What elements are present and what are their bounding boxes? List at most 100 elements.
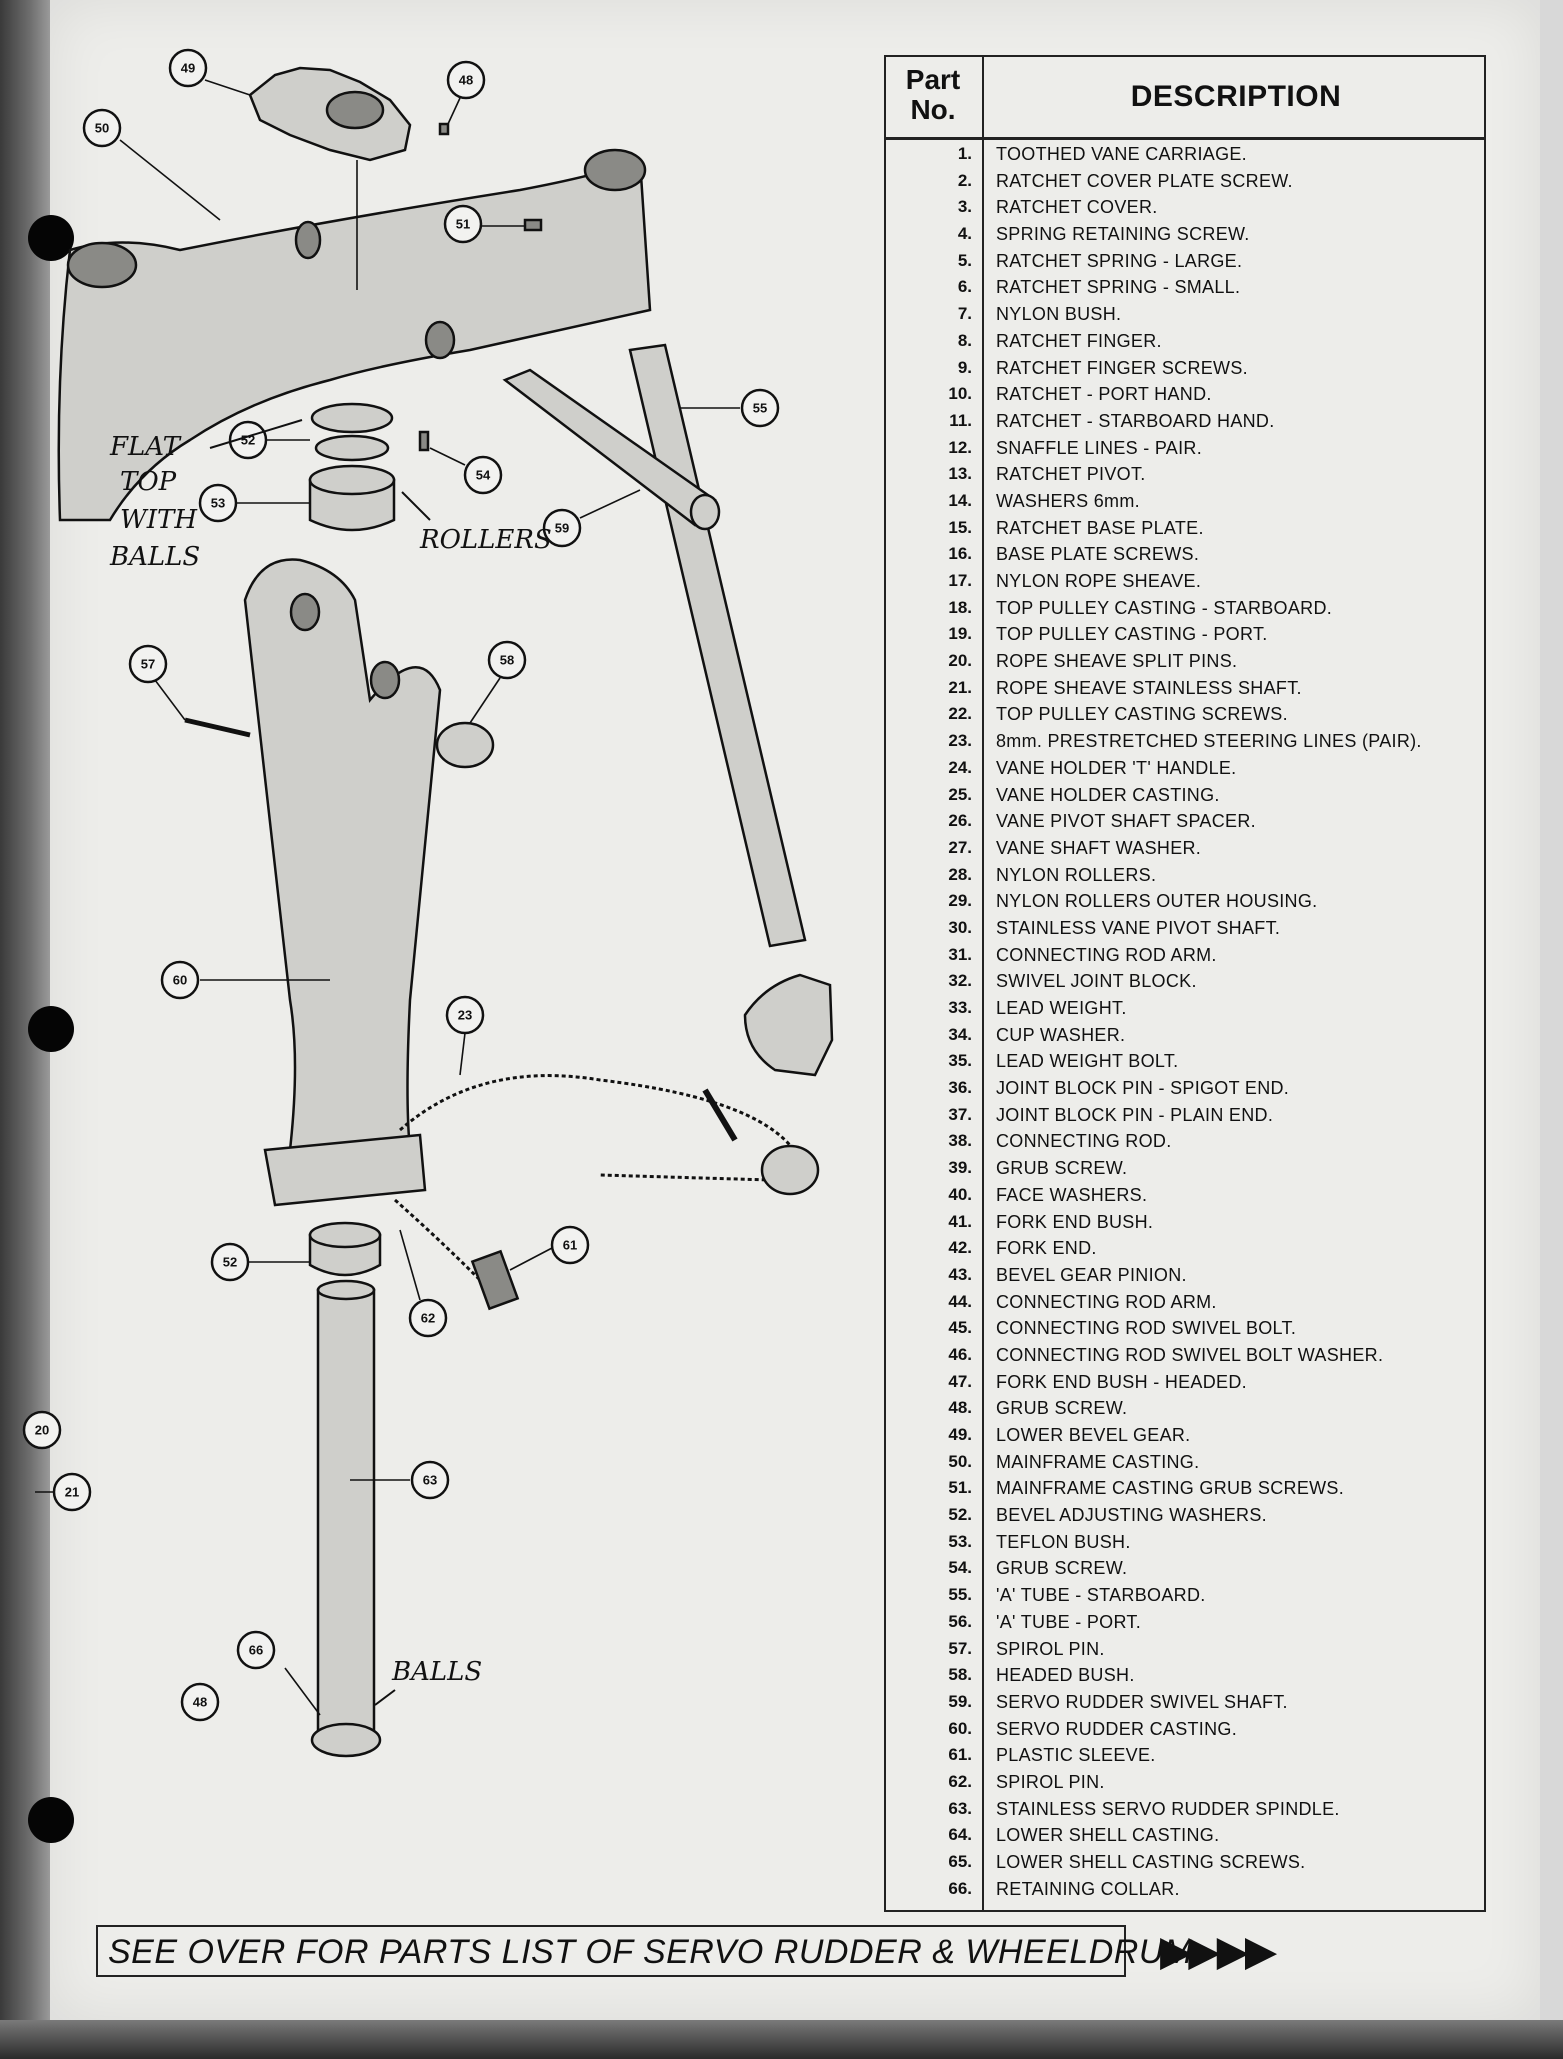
table-row: 23.8mm. PRESTRETCHED STEERING LINES (PAI… [886, 728, 1484, 755]
part-number: 6. [957, 277, 972, 297]
servo-rudder-spindle [316, 1288, 376, 1732]
part-number: 35. [948, 1051, 972, 1071]
parts-rows: 1.TOOTHED VANE CARRIAGE.2.RATCHET COVER … [886, 141, 1484, 1902]
table-row: 1.TOOTHED VANE CARRIAGE. [886, 141, 1484, 168]
svg-text:66: 66 [249, 1643, 263, 1658]
part-number: 53. [948, 1531, 972, 1551]
table-row: 65.LOWER SHELL CASTING SCREWS. [886, 1849, 1484, 1876]
table-row: 62.SPIROL PIN. [886, 1769, 1484, 1796]
part-description: RATCHET SPRING - LARGE. [996, 250, 1243, 271]
table-row: 4.SPRING RETAINING SCREW. [886, 221, 1484, 248]
part-number: 22. [948, 704, 972, 724]
part-number: 48. [948, 1398, 972, 1418]
part-number: 51. [948, 1478, 972, 1498]
part-number: 64. [948, 1825, 972, 1845]
handwritten-with: WITH [120, 505, 198, 535]
part-number: 36. [948, 1078, 972, 1098]
table-row: 37.JOINT BLOCK PIN - PLAIN END. [886, 1102, 1484, 1129]
part-number: 45. [948, 1318, 972, 1338]
svg-text:52: 52 [223, 1255, 237, 1270]
callout-51: 51 [443, 204, 525, 244]
part-description: CONNECTING ROD. [996, 1131, 1172, 1152]
table-row: 54.GRUB SCREW. [886, 1555, 1484, 1582]
part-description: VANE HOLDER 'T' HANDLE. [996, 757, 1237, 778]
part-description: NYLON BUSH. [996, 304, 1122, 325]
part-number: 25. [948, 784, 972, 804]
part-description: TEFLON BUSH. [996, 1531, 1131, 1552]
footer-note: SEE OVER FOR PARTS LIST OF SERVO RUDDER … [96, 1925, 1192, 1977]
part-description: ROPE SHEAVE SPLIT PINS. [996, 651, 1238, 672]
part-description: LOWER SHELL CASTING SCREWS. [996, 1852, 1306, 1872]
mainframe-bore [583, 148, 647, 192]
table-row: 26.VANE PIVOT SHAFT SPACER. [886, 808, 1484, 835]
mainframe-hole [424, 320, 456, 360]
part-number: 13. [948, 464, 972, 484]
callout-50: 50 [82, 108, 221, 221]
part-description: SWIVEL JOINT BLOCK. [996, 971, 1197, 992]
grub-screw [523, 218, 543, 232]
part-number: 16. [948, 544, 972, 564]
svg-text:49: 49 [181, 61, 195, 76]
mainframe-hole [294, 220, 322, 260]
table-row: 51.MAINFRAME CASTING GRUB SCREWS. [886, 1475, 1484, 1502]
part-description: SNAFFLE LINES - PAIR. [996, 437, 1203, 458]
part-number: 18. [948, 597, 972, 617]
svg-text:60: 60 [173, 973, 187, 988]
table-row: 46.CONNECTING ROD SWIVEL BOLT WASHER. [886, 1342, 1484, 1369]
gear-bore [325, 90, 385, 130]
part-number: 5. [957, 250, 972, 270]
part-description: ROPE SHEAVE STAINLESS SHAFT. [996, 677, 1302, 698]
table-row: 31.CONNECTING ROD ARM. [886, 942, 1484, 969]
table-row: 43.BEVEL GEAR PINION. [886, 1262, 1484, 1289]
callout-48: 48 [446, 60, 486, 125]
part-description: VANE HOLDER CASTING. [996, 784, 1220, 805]
bevel-washer [310, 402, 394, 434]
svg-text:51: 51 [456, 217, 470, 232]
svg-text:53: 53 [211, 496, 225, 511]
scan-bottom-band [0, 2020, 1563, 2059]
callout-57: 57 [128, 644, 186, 721]
table-row: 35.LEAD WEIGHT BOLT. [886, 1048, 1484, 1075]
table-row: 18.TOP PULLEY CASTING - STARBOARD. [886, 595, 1484, 622]
callout-23: 23 [445, 995, 485, 1076]
table-row: 6.RATCHET SPRING - SMALL. [886, 274, 1484, 301]
table-row: 30.STAINLESS VANE PIVOT SHAFT. [886, 915, 1484, 942]
table-row: 24.VANE HOLDER 'T' HANDLE. [886, 755, 1484, 782]
part-number: 7. [957, 304, 972, 324]
table-row: 34.CUP WASHER. [886, 1022, 1484, 1049]
part-number: 29. [948, 891, 972, 911]
part-description: CONNECTING ROD SWIVEL BOLT WASHER. [996, 1344, 1384, 1365]
table-row: 42.FORK END. [886, 1235, 1484, 1262]
part-number: 12. [948, 437, 972, 457]
part-number: 60. [948, 1718, 972, 1738]
part-description: 'A' TUBE - PORT. [996, 1611, 1142, 1632]
table-row: 36.JOINT BLOCK PIN - SPIGOT END. [886, 1075, 1484, 1102]
table-row: 48. GRUB SCREW. [886, 1395, 1484, 1422]
part-number: 4. [957, 224, 972, 244]
part-number: 28. [948, 864, 972, 884]
part-description: RATCHET PIVOT. [996, 464, 1146, 485]
lead-weight [760, 1144, 820, 1196]
table-row: 38.CONNECTING ROD. [886, 1128, 1484, 1155]
part-number: 44. [948, 1291, 972, 1311]
part-description: CUP WASHER. [996, 1024, 1126, 1045]
table-row: 13. RATCHET PIVOT. [886, 461, 1484, 488]
table-row: 19.TOP PULLEY CASTING - PORT. [886, 621, 1484, 648]
part-description: VANE PIVOT SHAFT SPACER. [996, 811, 1256, 832]
part-description: RATCHET BASE PLATE. [996, 517, 1204, 538]
handwritten-flat: FLAT [109, 432, 182, 462]
part-description: NYLON ROLLERS. [996, 864, 1157, 885]
bevel-washer [314, 434, 390, 462]
svg-text:57: 57 [141, 657, 155, 672]
table-row: 56.'A' TUBE - PORT. [886, 1609, 1484, 1636]
part-description: BASE PLATE SCREWS. [996, 544, 1200, 565]
teflon-bush-top [308, 464, 396, 496]
part-description: RATCHET - PORT HAND. [996, 384, 1212, 405]
table-row: 10.RATCHET - PORT HAND. [886, 381, 1484, 408]
casting-flange [263, 1133, 427, 1207]
part-description: BEVEL ADJUSTING WASHERS. [996, 1505, 1267, 1526]
part-description: GRUB SCREW. [996, 1398, 1128, 1419]
part-number: 20. [948, 651, 972, 671]
part-description: CONNECTING ROD SWIVEL BOLT. [996, 1318, 1297, 1339]
punch-hole [28, 215, 74, 261]
